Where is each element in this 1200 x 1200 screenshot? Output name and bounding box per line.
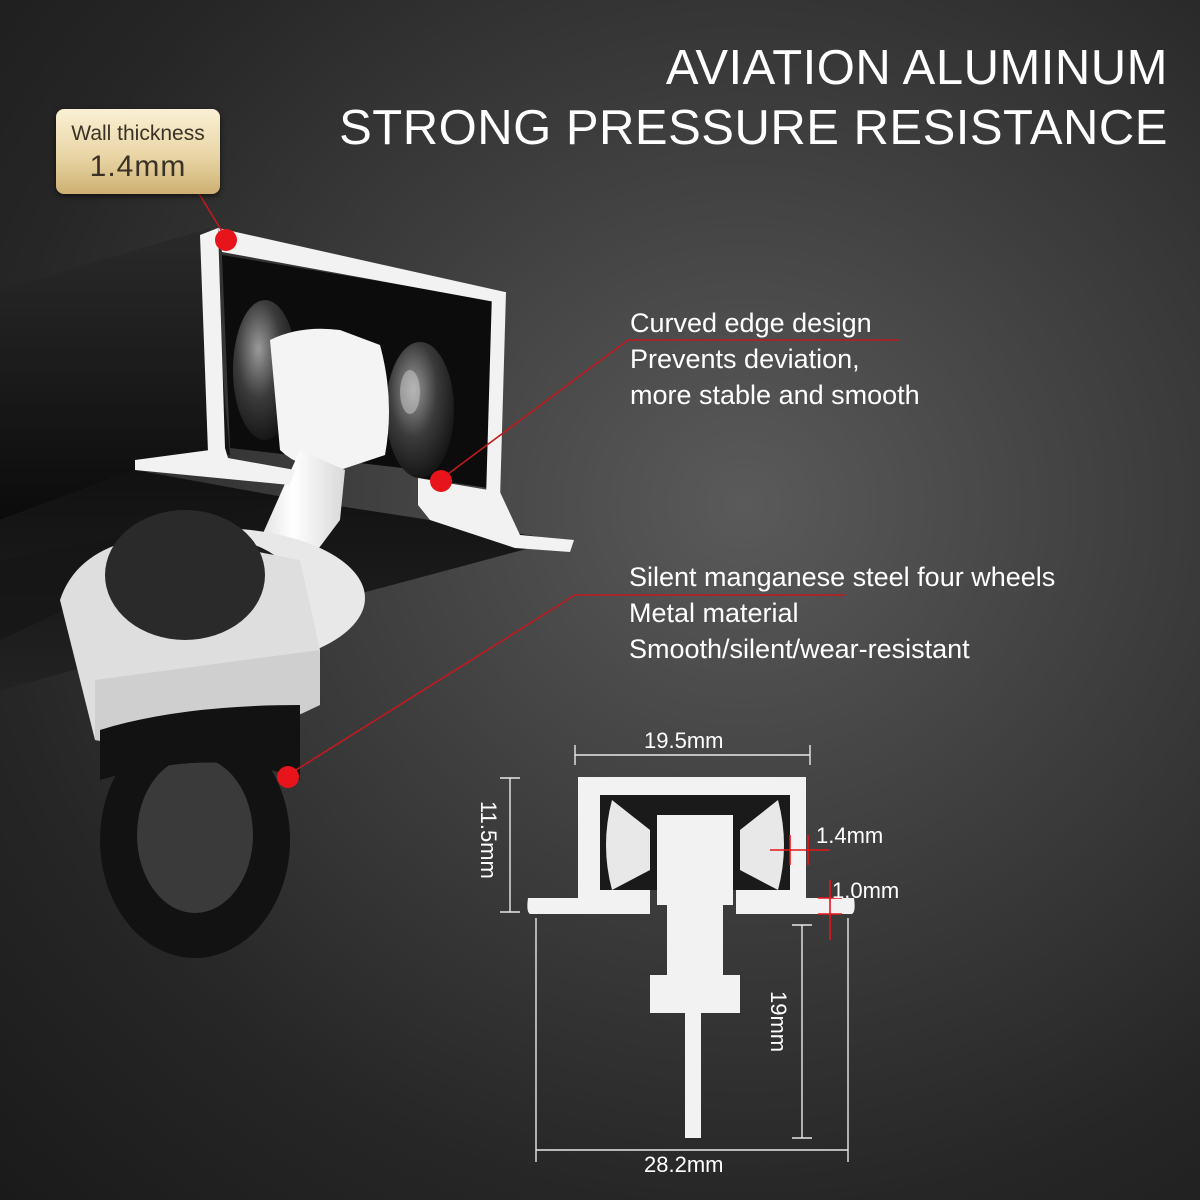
trolley-body [60, 328, 389, 746]
feature-wheels-line-1: Silent manganese steel four wheels [629, 562, 1056, 592]
headline-line-1: AVIATION ALUMINUM [665, 41, 1168, 95]
dimension-lines [500, 745, 849, 1162]
dimension-flange: 1.0mm [832, 878, 900, 903]
dimension-left-height: 11.5mm [476, 801, 501, 879]
thickness-markers [770, 835, 842, 940]
dimension-wall: 1.4mm [816, 823, 884, 848]
badge-label: Wall thickness [71, 122, 205, 145]
trolley-wheels [233, 300, 454, 478]
dimension-top-width: 19.5mm [644, 728, 724, 753]
rail-profile [135, 228, 574, 552]
feature-curved-edge: Curved edge design Prevents deviation, m… [630, 305, 920, 413]
feature-wheels-line-3: Smooth/silent/wear-resistant [629, 634, 970, 664]
dimension-right-height: 19mm [766, 991, 791, 1053]
headline-line-2: STRONG PRESSURE RESISTANCE [339, 101, 1168, 155]
dimension-bottom-width: 28.2mm [644, 1152, 724, 1177]
feature-curved-line-1: Curved edge design [630, 308, 872, 338]
feature-curved-line-2: Prevents deviation, [630, 344, 860, 374]
feature-wheels-line-2: Metal material [629, 598, 799, 628]
badge-value: 1.4mm [89, 150, 187, 183]
cross-section-diagram [527, 777, 855, 1138]
hanging-ring [100, 705, 300, 958]
red-dot-marker-icon [215, 229, 452, 788]
wall-thickness-badge: Wall thickness 1.4mm [56, 109, 220, 194]
feature-wheels: Silent manganese steel four wheels Metal… [629, 559, 1055, 667]
feature-curved-line-3: more stable and smooth [630, 380, 920, 410]
